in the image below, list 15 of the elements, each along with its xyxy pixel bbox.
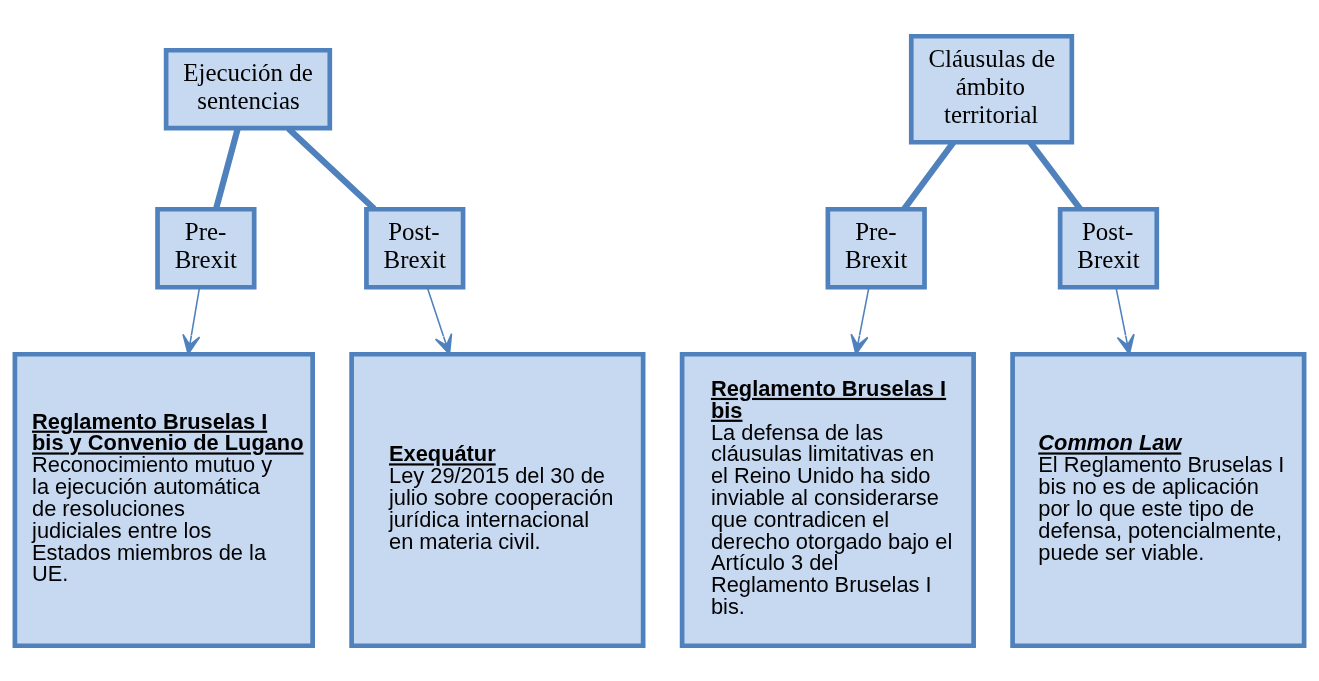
node-box: Reglamento Bruselas I bis y Convenio de Lugano Reconocimiento mutuo y la ejecución automática de resoluciones judiciales entre los Estados miembros de la UE. xyxy=(12,351,315,648)
node-box: Post- Brexit xyxy=(364,206,466,290)
node-box: Pre- Brexit xyxy=(155,206,257,290)
node-box: Post- Brexit xyxy=(1057,206,1160,290)
arrow xyxy=(182,286,201,355)
arrow xyxy=(1115,286,1135,355)
node-box: Common Law El Reglamento Bruselas I bis no es de aplicación por lo que este tipo de defensa, potencialmente, puede ser viable. xyxy=(1010,351,1307,648)
node-box: Cláusulas de ámbito territorial xyxy=(908,33,1075,145)
node-box: Reglamento Bruselas I bis La defensa de las cláusulas limitativas en el Reino Unido ha sido inviable al considerarse que contradicen el derecho otorgado bajo el Artículo 3 del Reglamento Bruselas I bis. xyxy=(679,351,976,648)
arrow xyxy=(850,286,870,355)
node-box: Pre- Brexit xyxy=(825,206,927,290)
connector xyxy=(213,127,241,210)
node-box: Exequátur Ley 29/2015 del 30 de julio sobre cooperación jurídica internacional en materia civil. xyxy=(349,351,646,648)
arrow xyxy=(426,286,453,355)
node-box: Ejecución de sentencias xyxy=(163,47,333,131)
